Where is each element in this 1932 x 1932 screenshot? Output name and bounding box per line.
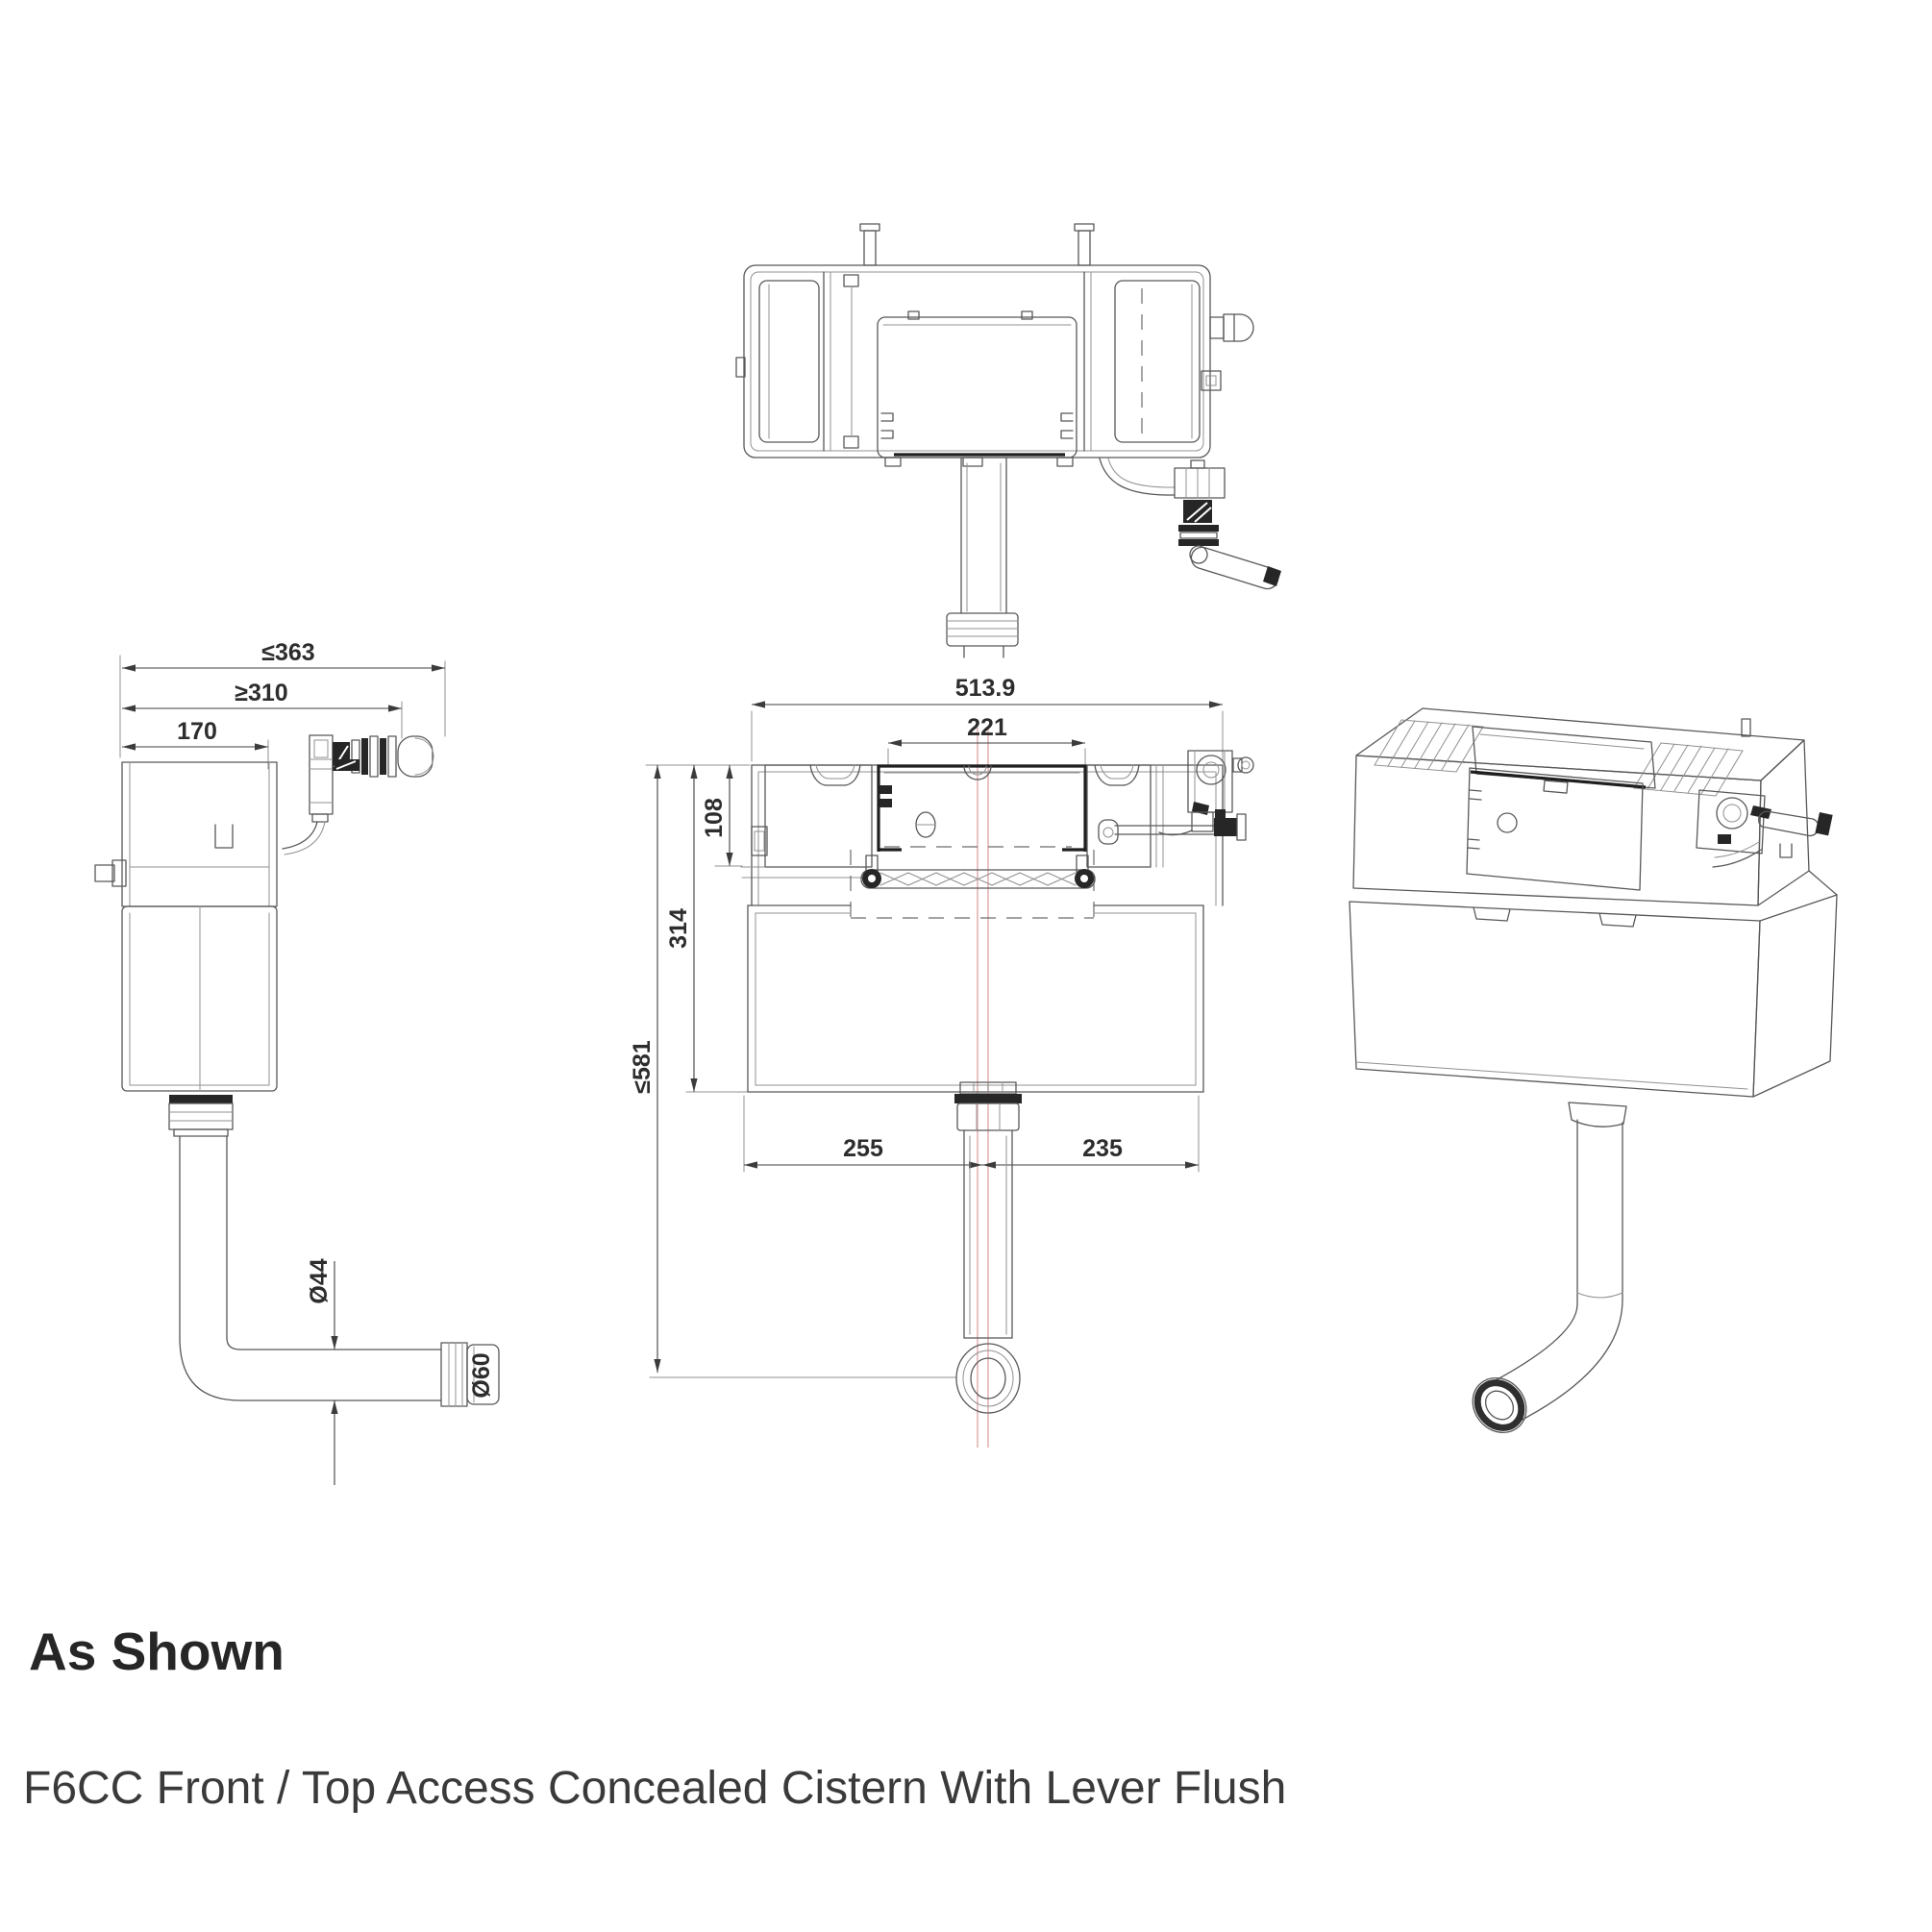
side-view-pipe-dimensions: Ø44 Ø60 <box>306 1258 495 1485</box>
dim-side-min-depth: ≥310 <box>235 680 287 706</box>
caption-heading: As Shown <box>29 1622 285 1681</box>
dim-front-tank-height: 314 <box>665 908 692 949</box>
dim-front-overall-width: 513.9 <box>955 675 1016 702</box>
plan-view-casing <box>735 223 1254 467</box>
caption-description: F6CC Front / Top Access Concealed Cister… <box>23 1763 1287 1814</box>
dim-front-outlet-left: 255 <box>843 1135 883 1162</box>
side-view-cistern-body <box>94 761 278 1092</box>
front-view-dimensions: 513.9 221 ≤581 314 108 255 235 <box>629 675 1224 1378</box>
plan-view <box>735 223 1281 658</box>
iso-flush-pipe <box>1472 1102 1627 1433</box>
dim-pipe-diameter: Ø44 <box>306 1258 333 1303</box>
iso-lever-valve <box>1696 789 1833 868</box>
dim-front-access-width: 221 <box>967 714 1007 741</box>
side-view-dimensions: ≤363 ≥310 170 <box>119 639 446 770</box>
dim-side-max-depth: ≤363 <box>261 639 314 666</box>
side-view: ≤363 ≥310 170 <box>94 639 500 1485</box>
dim-front-frame-height: 108 <box>701 798 728 838</box>
isometric-view <box>1349 707 1838 1433</box>
front-view-support-bracket <box>850 846 1096 919</box>
front-view: 513.9 221 ≤581 314 108 255 235 <box>629 675 1254 1448</box>
dim-outlet-diameter: Ø60 <box>468 1352 495 1398</box>
front-view-centerlines <box>977 728 989 1448</box>
iso-tank <box>1349 870 1838 1098</box>
iso-frame-box <box>1352 707 1810 906</box>
front-view-frame <box>740 764 1224 906</box>
front-view-lever-valve <box>1098 750 1254 845</box>
dim-front-max-height: ≤581 <box>629 1040 656 1094</box>
front-view-flush-pipe <box>954 1081 1022 1414</box>
dim-front-outlet-right: 235 <box>1082 1135 1123 1162</box>
side-view-flush-pipe <box>168 1095 500 1407</box>
plan-view-flush-pipe <box>946 457 1019 658</box>
front-view-tank <box>747 904 1204 1093</box>
dim-side-body-depth: 170 <box>177 718 217 745</box>
plan-view-lever-valve <box>1099 458 1281 590</box>
side-view-lever-valve <box>282 734 434 855</box>
